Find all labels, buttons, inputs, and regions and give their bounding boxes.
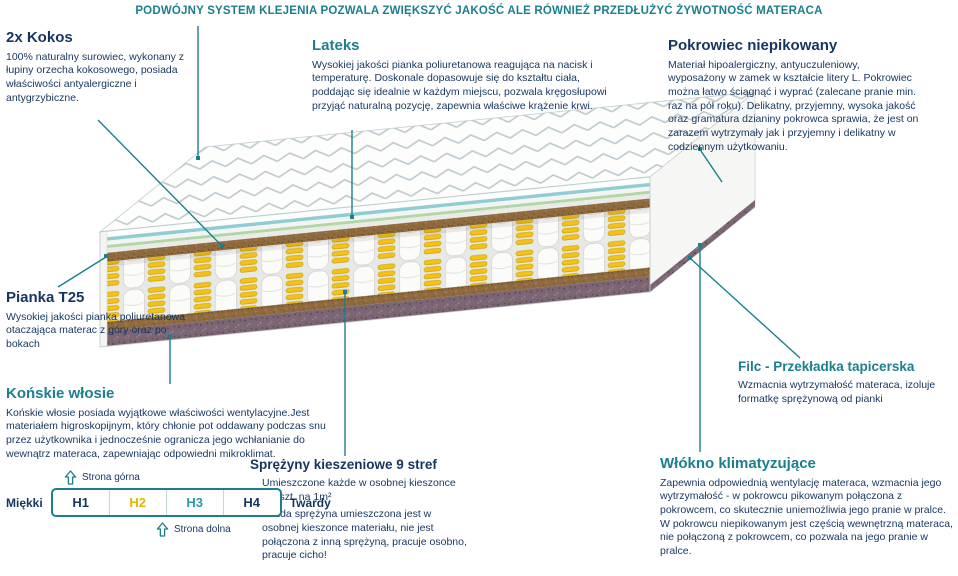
arrow-up-icon [64, 470, 77, 485]
callout-filc-body: Wzmacnia wytrzymałość materaca, izoluje … [738, 379, 936, 405]
scale-bottom-side: Strona dolna [156, 522, 346, 537]
callout-konskie-wlosie: Końskie włosie Końskie włosie posiada wy… [6, 386, 338, 465]
layer-felt [100, 190, 650, 249]
callout-kokos-body: 100% naturalny surowiec, wykonany z łupi… [6, 50, 185, 104]
layer-pocket-springs [100, 207, 650, 323]
callout-wlokno-title: Włókno klimatyzujące [660, 455, 816, 472]
scale-soft-label: Miękki [6, 495, 43, 510]
hardness-level-h2: H2 [108, 490, 166, 515]
scale-hard-label: Twardy [289, 495, 331, 510]
callout-lateks: Lateks Wysokiej jakości pianka poliureta… [312, 38, 612, 117]
callout-pianka-body: Wysokiej jakości pianka poliuretanowa ot… [6, 310, 186, 351]
hardness-level-h1: H1 [72, 495, 89, 510]
callout-lateks-body: Wysokiej jakości pianka poliuretanowa re… [312, 58, 607, 112]
callout-wlokno-body: Zapewnia odpowiednią wentylację materaca… [660, 476, 953, 557]
layer-climate-fiber [100, 183, 650, 242]
mattress-end-bottom-edge [650, 200, 755, 292]
callout-pianka-title: Pianka T25 [6, 289, 85, 306]
callout-filc-title: Filc - Przekładka tapicerska [738, 359, 915, 374]
connector-kokos [97, 119, 223, 247]
layer-horsehair-bottom-edge [100, 276, 650, 347]
callout-pokrowiec: Pokrowiec niepikowany Materiał hipoalerg… [668, 38, 920, 158]
connector-filc [690, 258, 801, 359]
callout-sprezyny: Sprężyny kieszeniowe 9 stref Umieszczone… [250, 457, 470, 567]
callout-sprezyny-body-2: Każda sprężyna umieszczona jest w osobne… [262, 508, 467, 562]
mattress-front-cutaway [99, 176, 651, 348]
callout-lateks-title: Lateks [312, 37, 360, 54]
page-title: PODWÓJNY SYSTEM KLEJENIA POZWALA ZWIĘKSZ… [135, 5, 823, 17]
front-face-outline [99, 176, 651, 348]
springs-top-shadow [100, 207, 650, 268]
layer-latex [100, 186, 650, 246]
callout-pianka: Pianka T25 Wysokiej jakości pianka poliu… [6, 290, 186, 356]
callout-pokrowiec-title: Pokrowiec niepikowany [668, 37, 838, 54]
connector-pianka [57, 256, 107, 288]
callout-sprezyny-title: Sprężyny kieszeniowe 9 stref [250, 457, 437, 472]
callout-filc: Filc - Przekładka tapicerska Wzmacnia wy… [738, 359, 953, 410]
callout-kokos-title: 2x Kokos [6, 29, 73, 46]
firmness-scale: Strona górna Miękki H1 H2 H3 H4 Twardy S… [6, 470, 346, 537]
layer-coconut-bottom [100, 267, 650, 332]
callout-konskie-body: Końskie włosie posiada wyjątkowe właściw… [6, 406, 326, 460]
callout-pokrowiec-body: Materiał hipoalergiczny, antyuczuleniowy… [668, 58, 919, 153]
hardness-levels: H1 H2 H3 H4 [50, 488, 282, 517]
connector-pokrowiec [700, 150, 723, 183]
mattress [98, 91, 757, 348]
callout-kokos: 2x Kokos 100% naturalny surowiec, wykona… [6, 30, 196, 109]
connector-dots [104, 147, 702, 338]
scale-top-label: Strona górna [82, 472, 140, 483]
callout-konskie-title: Końskie włosie [6, 385, 115, 402]
callout-wlokno: Włókno klimatyzujące Zapewnia odpowiedni… [660, 456, 956, 563]
scale-bottom-label: Strona dolna [174, 524, 231, 535]
layer-foam [100, 193, 650, 254]
layer-coconut-top [100, 198, 650, 263]
hardness-level-h3: H3 [165, 490, 223, 515]
mattress-top-quilting [100, 92, 755, 232]
arrow-up-icon [156, 522, 169, 537]
scale-bar: Miękki H1 H2 H3 H4 Twardy [6, 488, 346, 517]
callout-connectors [57, 26, 801, 456]
scale-top-side: Strona górna [64, 470, 346, 485]
hardness-level-h4: H4 [222, 490, 280, 515]
